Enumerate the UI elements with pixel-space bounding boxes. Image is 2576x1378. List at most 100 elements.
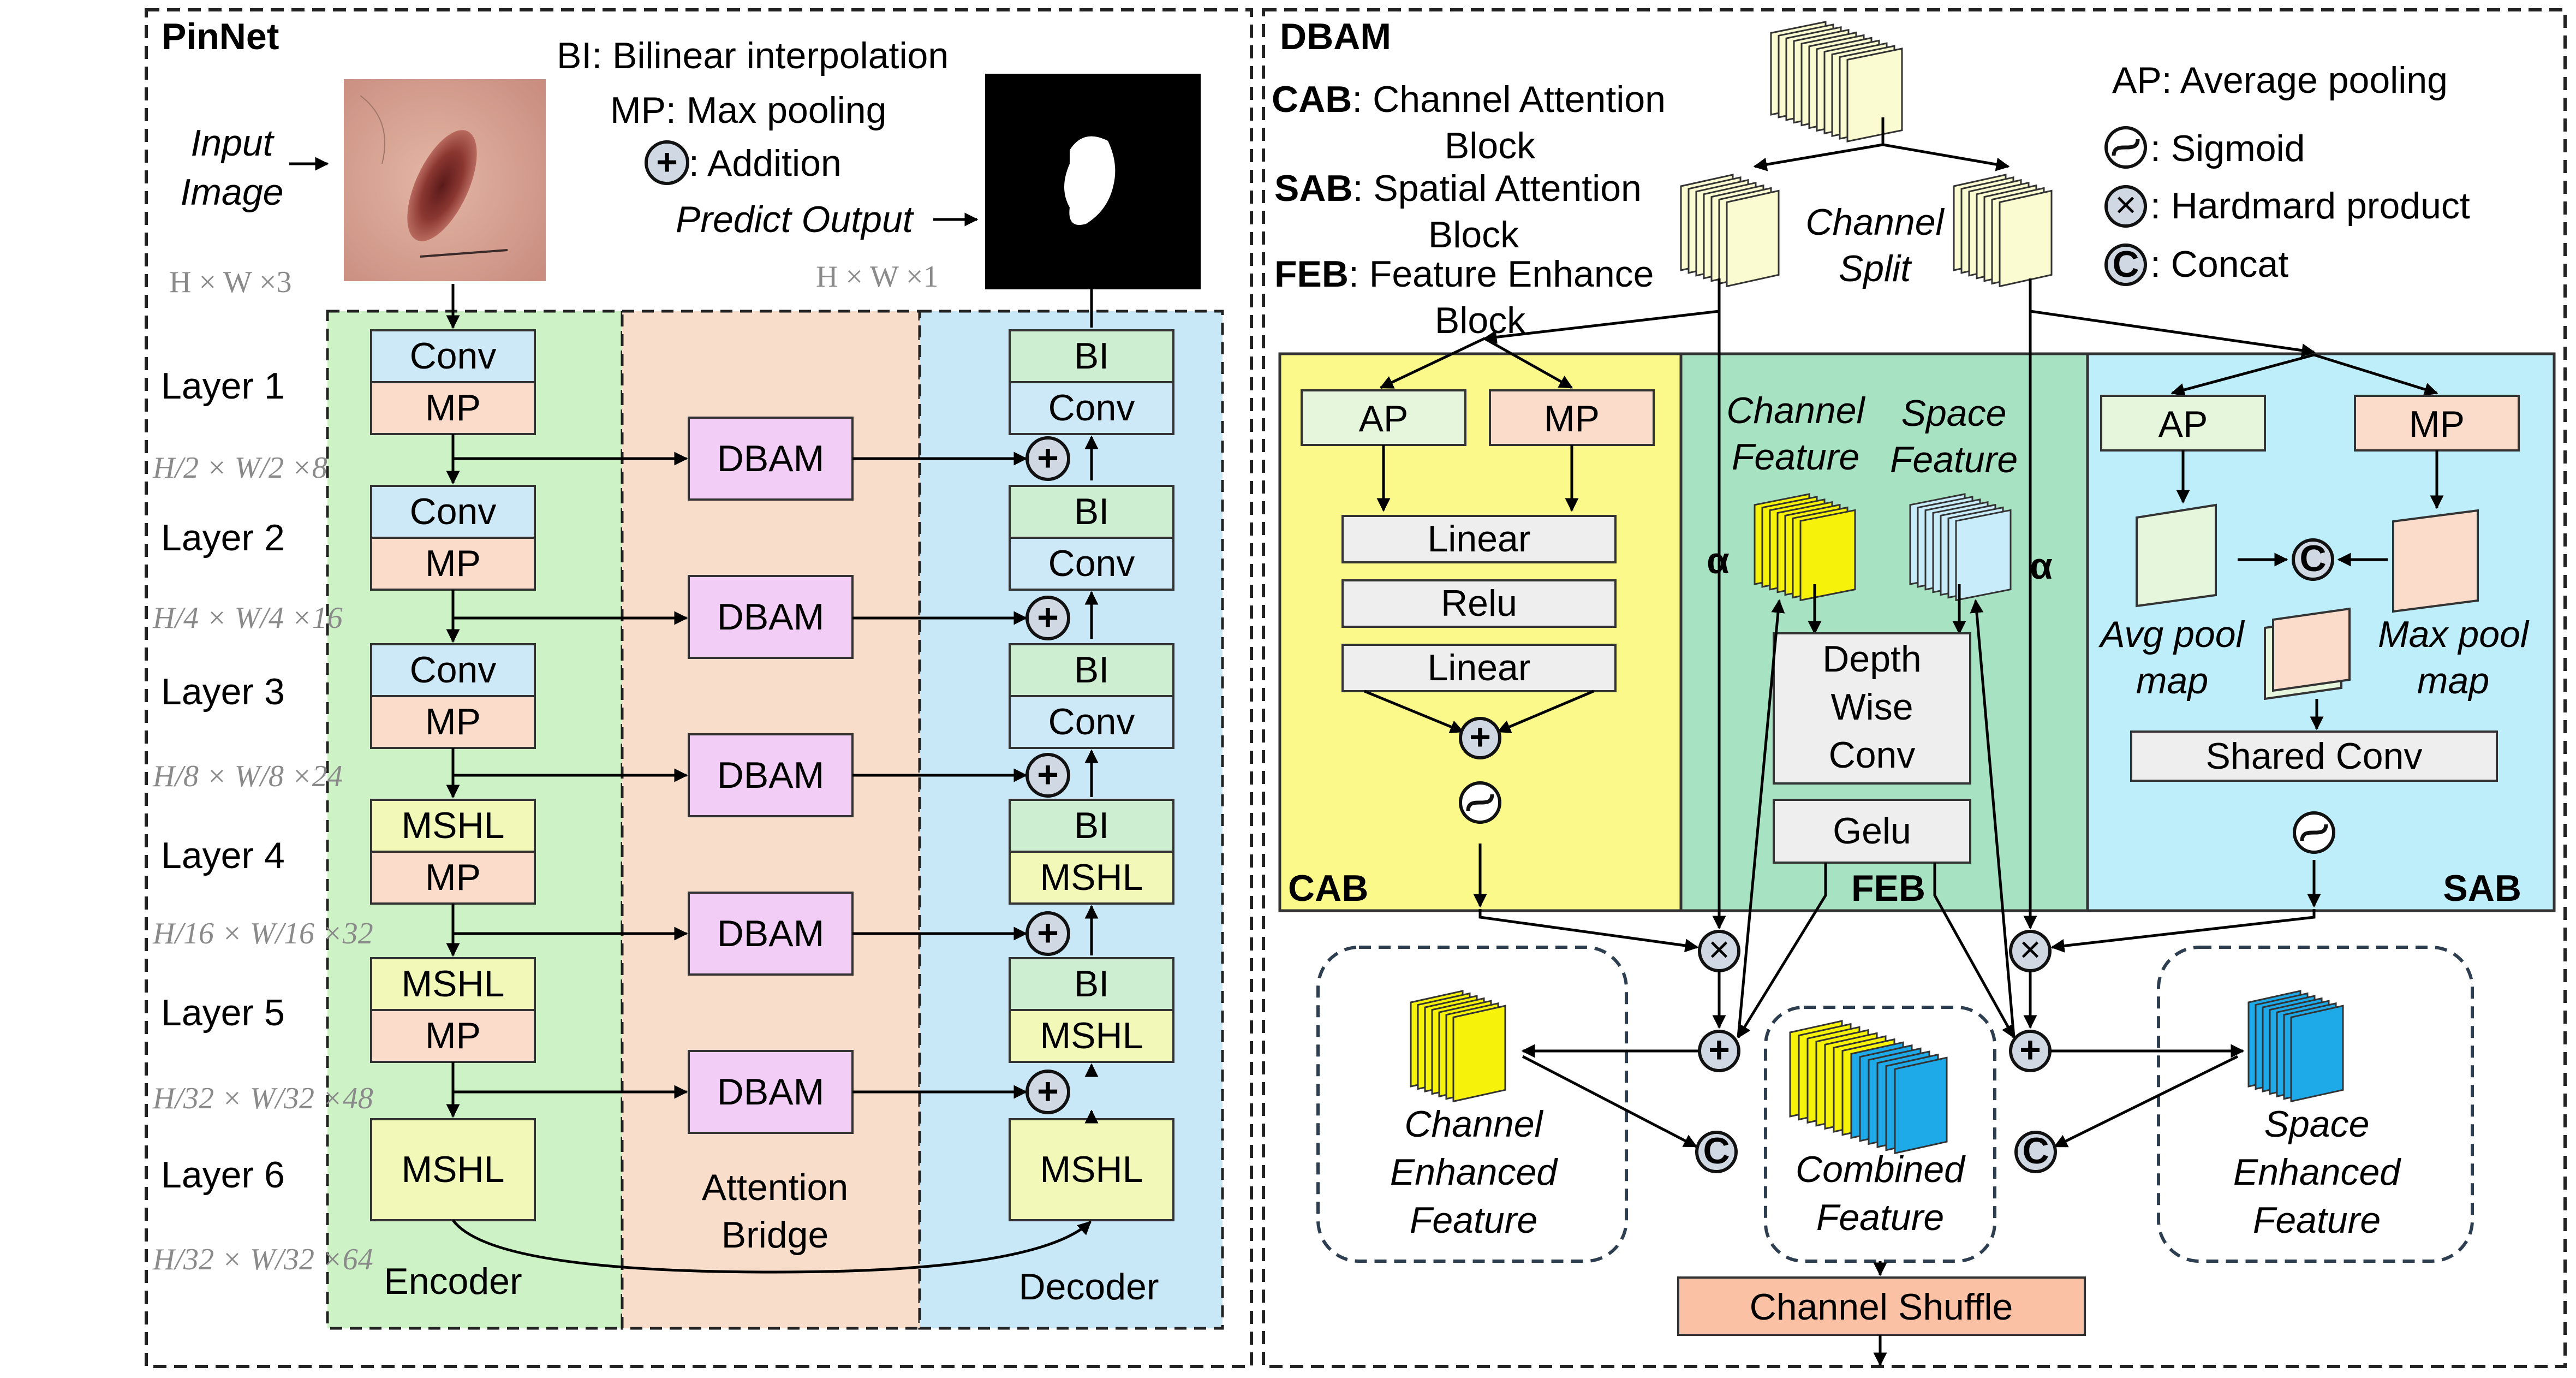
addition-glyph: + <box>1037 754 1059 795</box>
feature-map-sheet <box>2290 1005 2344 1103</box>
layer-label: Layer 4 <box>161 835 285 876</box>
alpha-label: α <box>2030 545 2053 587</box>
decoder-block-label: BI <box>1074 805 1109 846</box>
encoder-blocks: Conv MP Conv MP Conv MP MSHL MP MSHL MP … <box>370 329 536 1221</box>
channel-enhanced-stack <box>1410 990 1506 1103</box>
cab-to-product <box>1478 909 1699 953</box>
layer-dim: H/32 × W/32 ×64 <box>152 1243 373 1276</box>
cab-mp: MP <box>1544 398 1600 439</box>
feature-map-sheet <box>1452 1005 1506 1103</box>
encoder-block-label: MP <box>425 857 481 898</box>
concat-icon <box>2014 1131 2057 1173</box>
decoder-label: Decoder <box>1018 1266 1159 1308</box>
decoder-block-label: BI <box>1074 491 1109 532</box>
layer-dim: H/16 × W/16 ×32 <box>152 917 373 951</box>
pinnet-title: PinNet <box>162 16 279 57</box>
space-feature-stack <box>1909 493 2012 602</box>
input-dim: H × W ×3 <box>169 265 291 299</box>
decoder-block-label: MSHL <box>1040 1149 1143 1190</box>
legend-sigmoid: : Sigmoid <box>2150 128 2305 169</box>
legend-hadamard: : Hardmard product <box>2150 185 2470 227</box>
encoder-block-label: MSHL <box>402 963 505 1005</box>
dbam-title: DBAM <box>1280 16 1391 57</box>
cab-relu: Relu <box>1441 583 1517 624</box>
addition-glyph: + <box>1037 1071 1059 1112</box>
layer-dim: H/4 × W/4 ×16 <box>152 601 343 635</box>
def-feb-key: FEB <box>1274 253 1349 295</box>
pinnet-panel: PinNet Input Image H × W ×3 BI: Bilinear… <box>145 8 1253 1368</box>
bridge-blocks: DBAM DBAM DBAM DBAM DBAM <box>688 417 854 1134</box>
encoder-block-label: MP <box>425 387 481 429</box>
def-cab: CAB: Channel Attention <box>1272 79 1666 120</box>
addition-icon <box>1698 1030 1740 1072</box>
shared-conv: Shared Conv <box>2206 735 2423 777</box>
feature-map-sheet <box>1799 509 1856 602</box>
encoder-block-label: Conv <box>410 491 497 532</box>
cab-contents: AP MP Linear Relu Linear + CAB <box>1288 337 1655 909</box>
channel-feature-2: Feature <box>1732 436 1859 478</box>
addition-icon <box>1025 596 1070 640</box>
channel-enhanced-2: Enhanced <box>1390 1151 1558 1193</box>
layer-dim: H/2 × W/2 ×8 <box>152 451 327 485</box>
feature-map-sheet <box>1726 189 1780 288</box>
feature-feedback <box>1737 599 1785 1038</box>
dbam-block-label: DBAM <box>717 438 824 479</box>
def-sab-key: SAB <box>1274 168 1353 209</box>
feature-map-sheet <box>1846 47 1903 142</box>
def-cab-text2: Block <box>1445 125 1536 167</box>
feature-map-sheet <box>1894 1056 1948 1155</box>
encoder-block-label: MSHL <box>402 1149 505 1190</box>
concat-icon <box>2292 538 2334 581</box>
layer-label: Layer 6 <box>161 1154 285 1196</box>
legend-concat: : Concat <box>2150 243 2288 285</box>
hadamard-icon <box>2104 185 2147 228</box>
sab-label: SAB <box>2443 868 2521 909</box>
combined-feature-2: Feature <box>1816 1197 1944 1238</box>
max-pool-map <box>2392 509 2479 613</box>
legend-bi: BI: Bilinear interpolation <box>557 35 949 76</box>
input-label-1: Input <box>190 122 275 164</box>
addition-icon <box>1025 753 1070 798</box>
layer-label: Layer 1 <box>161 365 285 407</box>
channel-split-1: Channel <box>1805 201 1945 243</box>
split-arrow <box>1882 143 2010 171</box>
feature-feedback <box>1970 599 2016 1038</box>
concat-map <box>2272 607 2351 692</box>
branch-arrow <box>2029 278 2316 358</box>
feb-label: FEB <box>1851 868 1925 909</box>
encoder-block-label: MSHL <box>402 805 505 846</box>
hadamard-glyph: × <box>1708 929 1730 970</box>
sab-ap: AP <box>2158 403 2208 445</box>
avg-pool-map <box>2136 503 2217 608</box>
decoder-block-label: Conv <box>1048 543 1135 584</box>
def-sab-text: : Spatial Attention <box>1353 168 1642 209</box>
space-enhanced-stack <box>2247 990 2344 1103</box>
feature-stacks <box>1410 21 2344 1155</box>
addition-glyph: + <box>1469 716 1491 758</box>
addition-icon <box>1025 436 1070 481</box>
addition-icon <box>2009 1030 2052 1072</box>
decoder-block-label: BI <box>1074 649 1109 691</box>
feb-to-add <box>1737 863 1827 1039</box>
addition-icon <box>1025 1070 1070 1114</box>
left-split-stack <box>1680 174 1780 288</box>
hadamard-icon-glyph: × <box>2115 184 2137 225</box>
channel-enhanced-3: Feature <box>1410 1199 1537 1241</box>
input-label-2: Image <box>181 171 284 213</box>
sigmoid-icon-curve <box>2112 139 2140 156</box>
channel-feature-1: Channel <box>1726 390 1865 431</box>
channel-enhanced-1: Channel <box>1404 1103 1543 1145</box>
layer-label: Layer 3 <box>161 671 285 712</box>
space-enhanced-3: Feature <box>2253 1199 2381 1241</box>
dbam-block-label: DBAM <box>717 596 824 638</box>
dbam-frame <box>1262 8 2567 1368</box>
feb-contents: Channel Feature Space Feature Depth Wise… <box>1707 390 2053 909</box>
space-enhanced-group <box>2157 946 2474 1263</box>
input-feature-stack <box>1770 21 1903 142</box>
input-image <box>344 79 546 281</box>
layer-dim: H/8 × W/8 ×24 <box>152 759 343 793</box>
space-feature-1: Space <box>1901 393 2007 434</box>
bottleneck-arrow <box>451 1219 1092 1274</box>
addition-glyph: + <box>1037 597 1059 638</box>
sab-mp: MP <box>2409 403 2465 445</box>
